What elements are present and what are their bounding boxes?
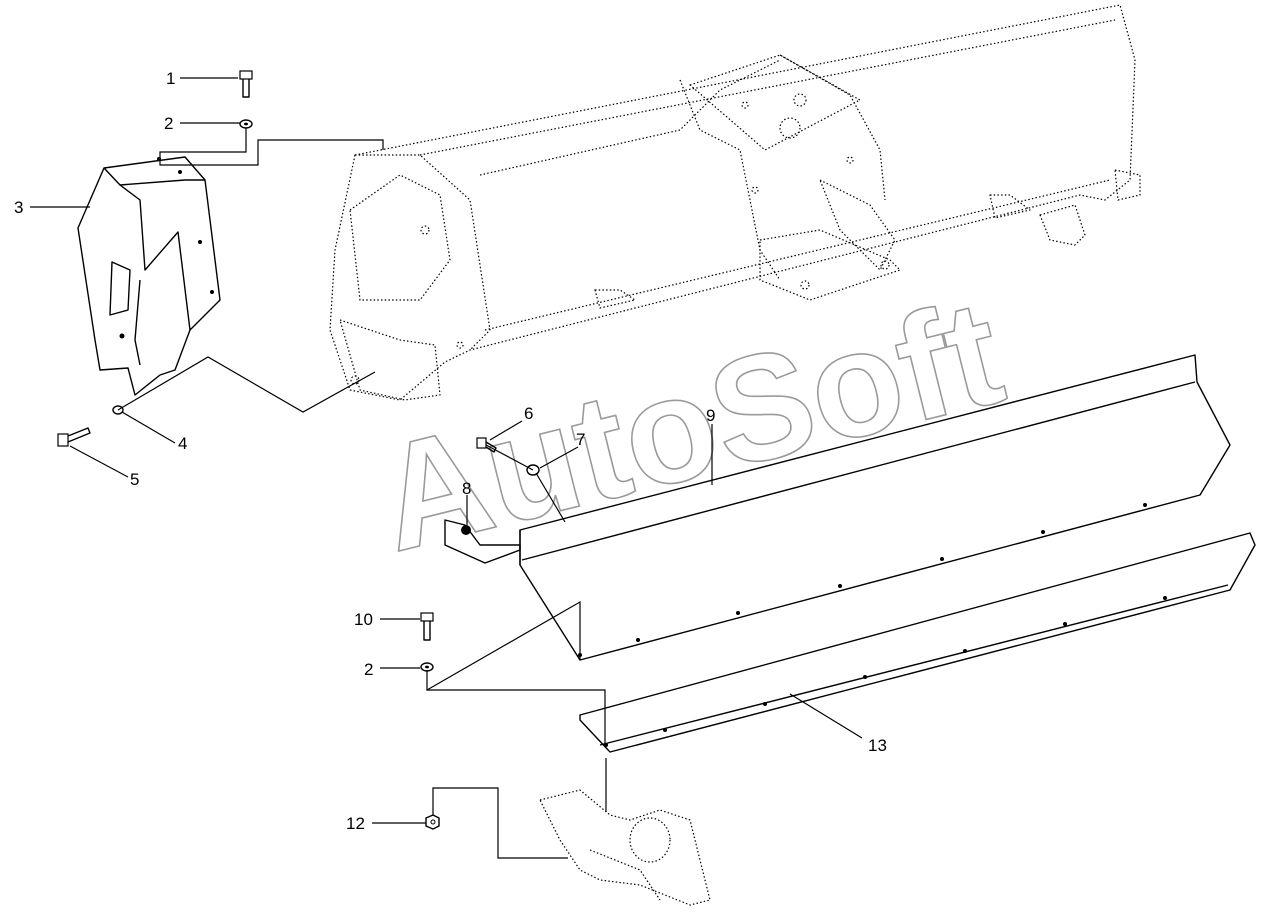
mounting-bracket <box>444 519 521 564</box>
callout-10: 10 <box>354 610 373 629</box>
bolt-1 <box>239 70 253 98</box>
callout-12: 12 <box>346 814 365 833</box>
callout-7: 7 <box>576 430 585 449</box>
callout-labels: 1 2 3 4 5 6 7 8 9 10 2 12 13 <box>14 69 887 833</box>
washer-4 <box>112 405 124 415</box>
side-shield <box>77 156 221 396</box>
washer-2-top <box>239 119 253 129</box>
nut-12 <box>425 814 440 830</box>
washer-7 <box>526 464 540 476</box>
callout-2-top: 2 <box>164 114 173 133</box>
bolt-10 <box>420 612 434 641</box>
lower-bracket <box>539 789 711 906</box>
lower-shield <box>579 532 1256 753</box>
watermark-text: AutoSoft <box>362 267 1017 583</box>
callout-9: 9 <box>706 406 715 425</box>
bolt-5 <box>57 427 91 447</box>
callout-1: 1 <box>166 69 175 88</box>
callout-3: 3 <box>14 198 23 217</box>
callout-2-bottom: 2 <box>364 660 373 679</box>
callout-4: 4 <box>178 434 187 453</box>
callout-6: 6 <box>524 404 533 423</box>
main-frame <box>329 4 1141 401</box>
callout-leaders <box>30 77 863 824</box>
callout-13: 13 <box>868 736 887 755</box>
callout-8: 8 <box>462 479 471 498</box>
washer-2-bottom <box>420 662 434 672</box>
upper-shield <box>519 354 1231 661</box>
assembly-lines <box>117 128 607 859</box>
watermark: AutoSoft <box>361 266 1018 584</box>
callout-5: 5 <box>130 470 139 489</box>
